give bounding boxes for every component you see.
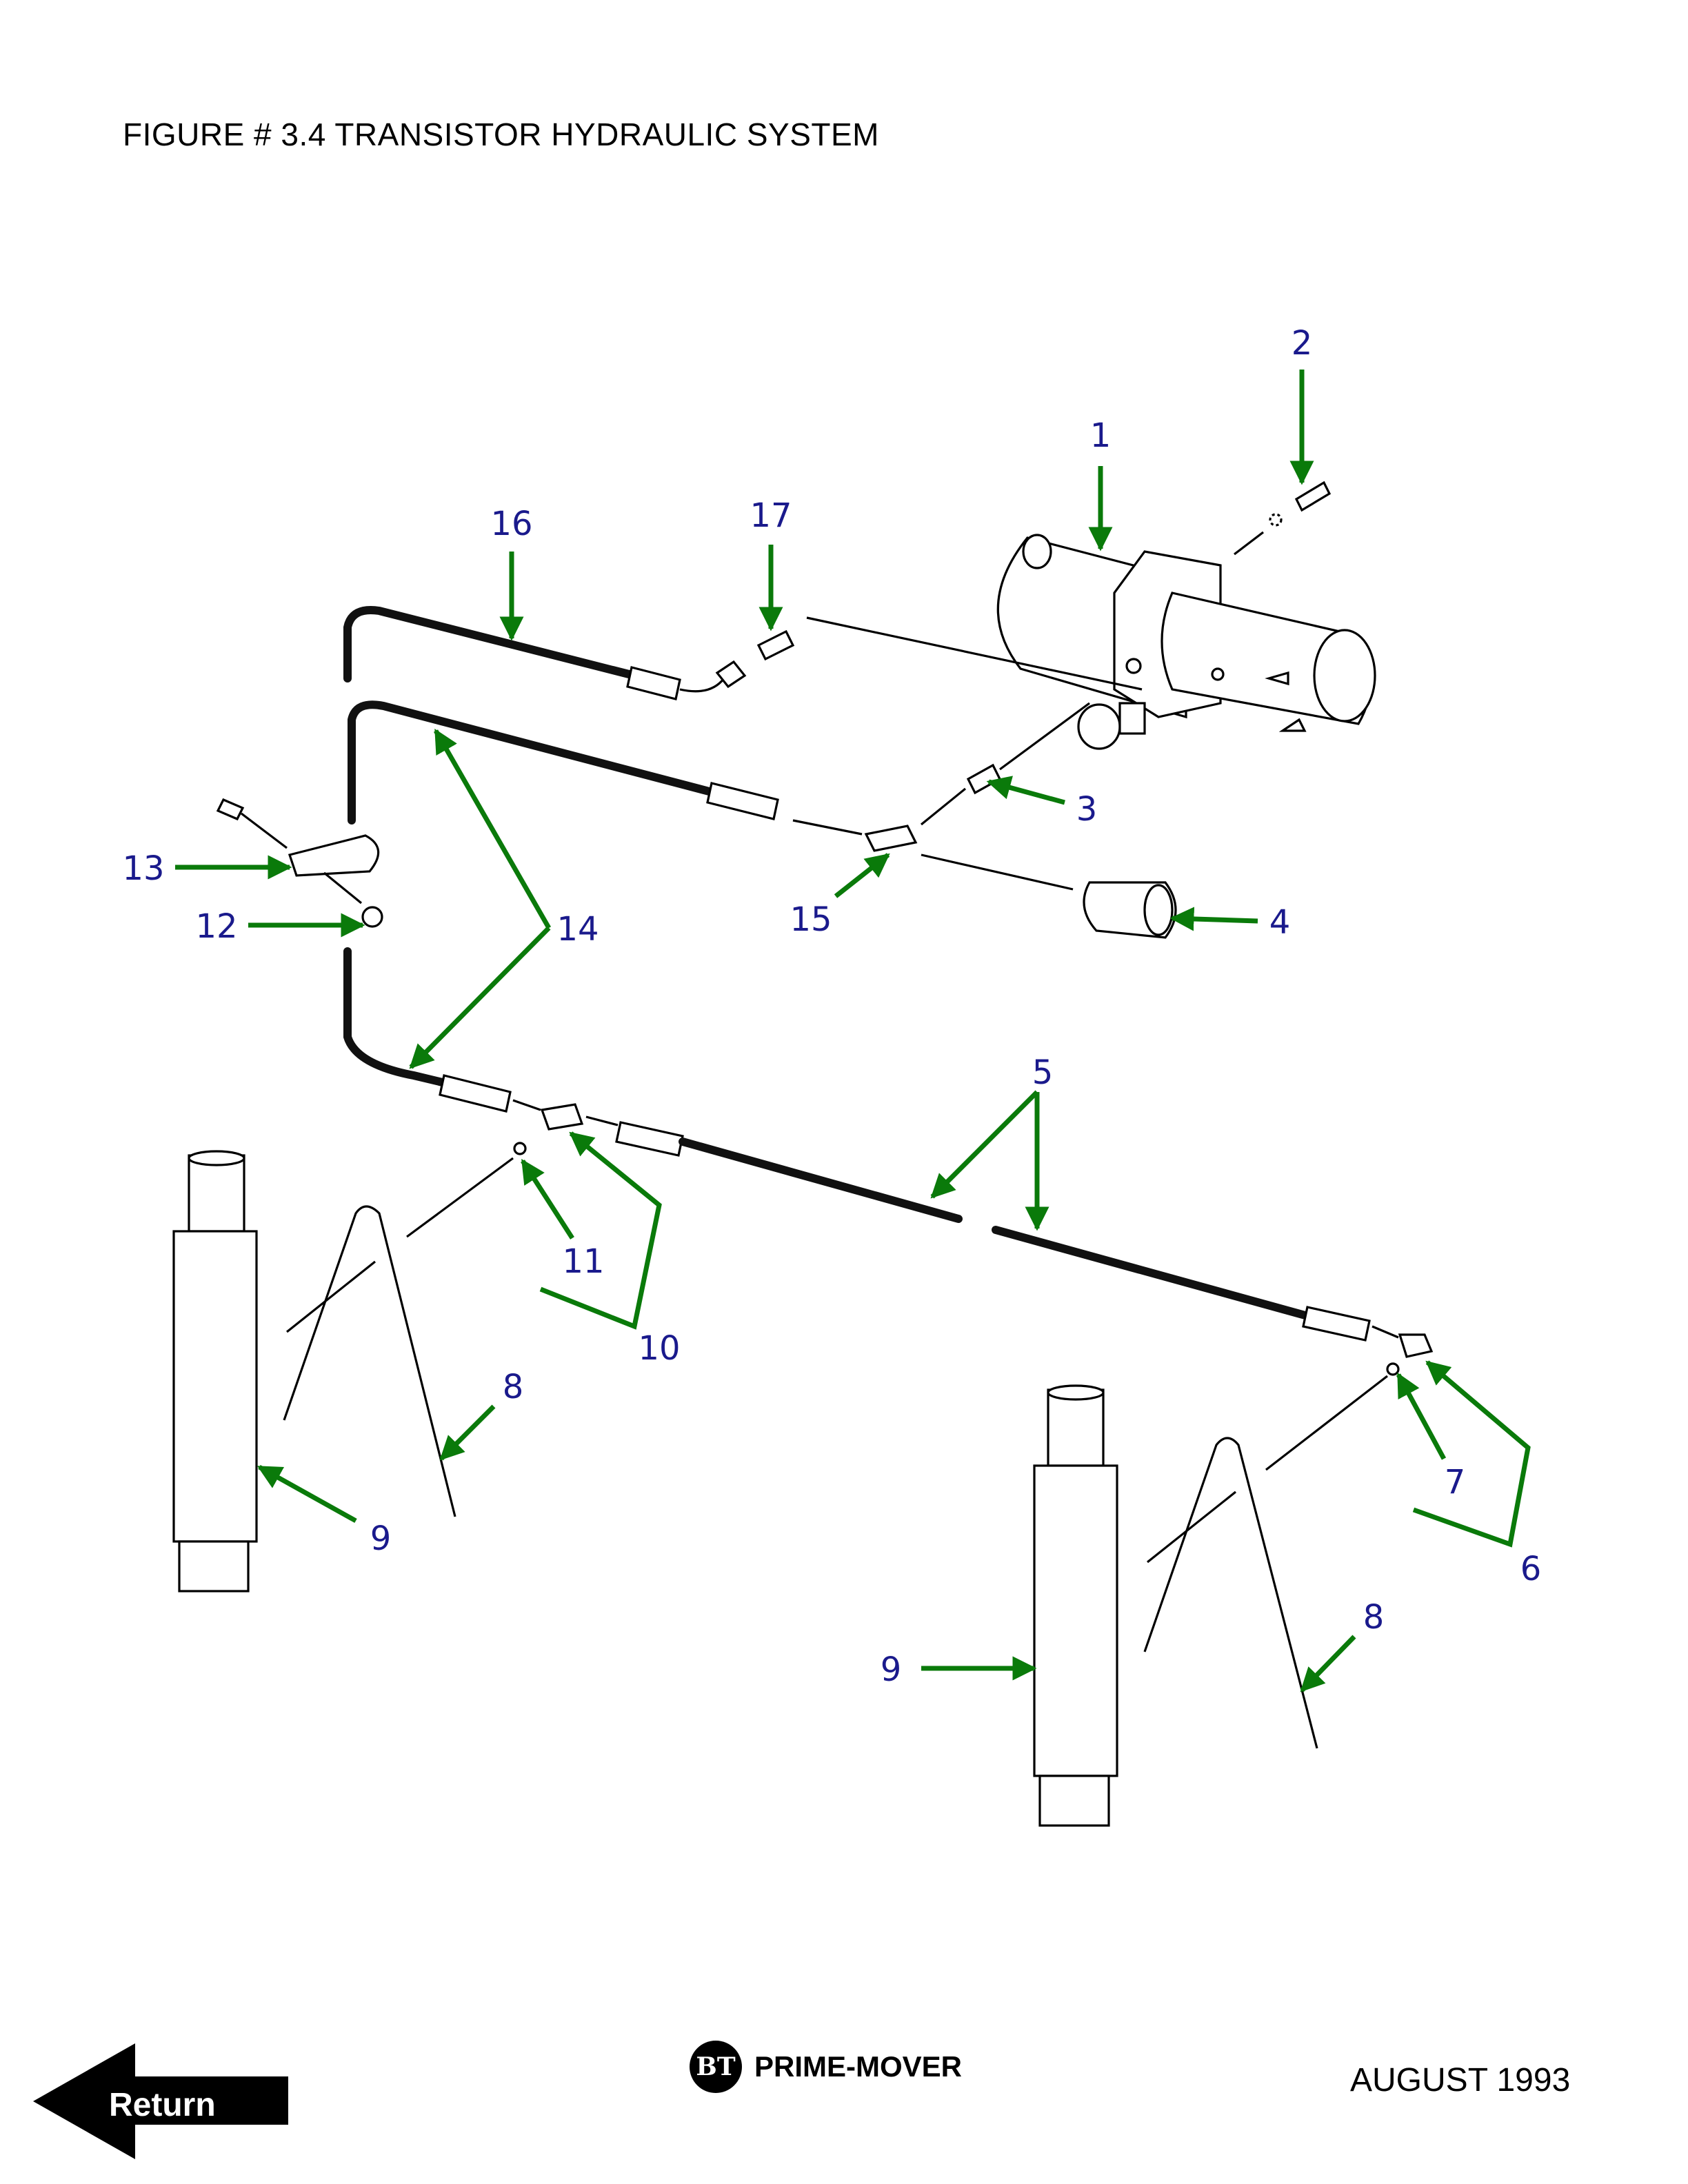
callout-1: 1: [1090, 416, 1112, 455]
brand-name: PRIME-MOVER: [754, 2050, 963, 2083]
callout-5: 5: [1032, 1053, 1054, 1092]
lift-cylinder-left: [172, 1150, 258, 1593]
callout-15: 15: [790, 900, 832, 939]
callout-9-right: 9: [881, 1650, 902, 1689]
callout-8-left: 8: [503, 1368, 524, 1406]
left-arrow-icon: [33, 2043, 288, 2159]
figure-title: FIGURE # 3.4 TRANSISTOR HYDRAULIC SYSTEM: [123, 117, 879, 152]
leader-arrows: [175, 370, 1531, 1692]
callout-17: 17: [750, 496, 792, 535]
callout-4: 4: [1269, 903, 1291, 942]
callout-14: 14: [556, 910, 599, 949]
callout-13: 13: [122, 849, 164, 888]
fitting-3: [966, 763, 1002, 795]
cap-screw: [1294, 481, 1332, 512]
callout-2: 2: [1292, 324, 1313, 363]
publication-date: AUGUST 1993: [1350, 2062, 1571, 2099]
callout-12: 12: [195, 907, 237, 946]
pressure-switch-4: [1083, 881, 1177, 939]
callout-3: 3: [1076, 790, 1098, 829]
callout-16: 16: [490, 505, 532, 543]
brand-logo-group: BT PRIME-MOVER: [690, 2041, 962, 2093]
callout-11: 11: [562, 1242, 604, 1281]
callout-7: 7: [1445, 1463, 1466, 1502]
callout-9-left: 9: [370, 1519, 392, 1558]
fitting-17: [756, 629, 795, 661]
callout-10: 10: [638, 1329, 680, 1368]
lift-cylinder-right: [1033, 1384, 1118, 1827]
return-label: Return: [109, 2087, 216, 2123]
elbow-6: [1398, 1333, 1434, 1358]
bt-logo: BT: [690, 2041, 742, 2093]
callout-8-right: 8: [1363, 1598, 1385, 1637]
tee-15: [864, 825, 918, 852]
callout-6: 6: [1520, 1550, 1542, 1588]
return-button[interactable]: Return: [33, 2032, 288, 2170]
pump-motor-unit: [996, 534, 1376, 750]
tee-10: [540, 1103, 584, 1131]
